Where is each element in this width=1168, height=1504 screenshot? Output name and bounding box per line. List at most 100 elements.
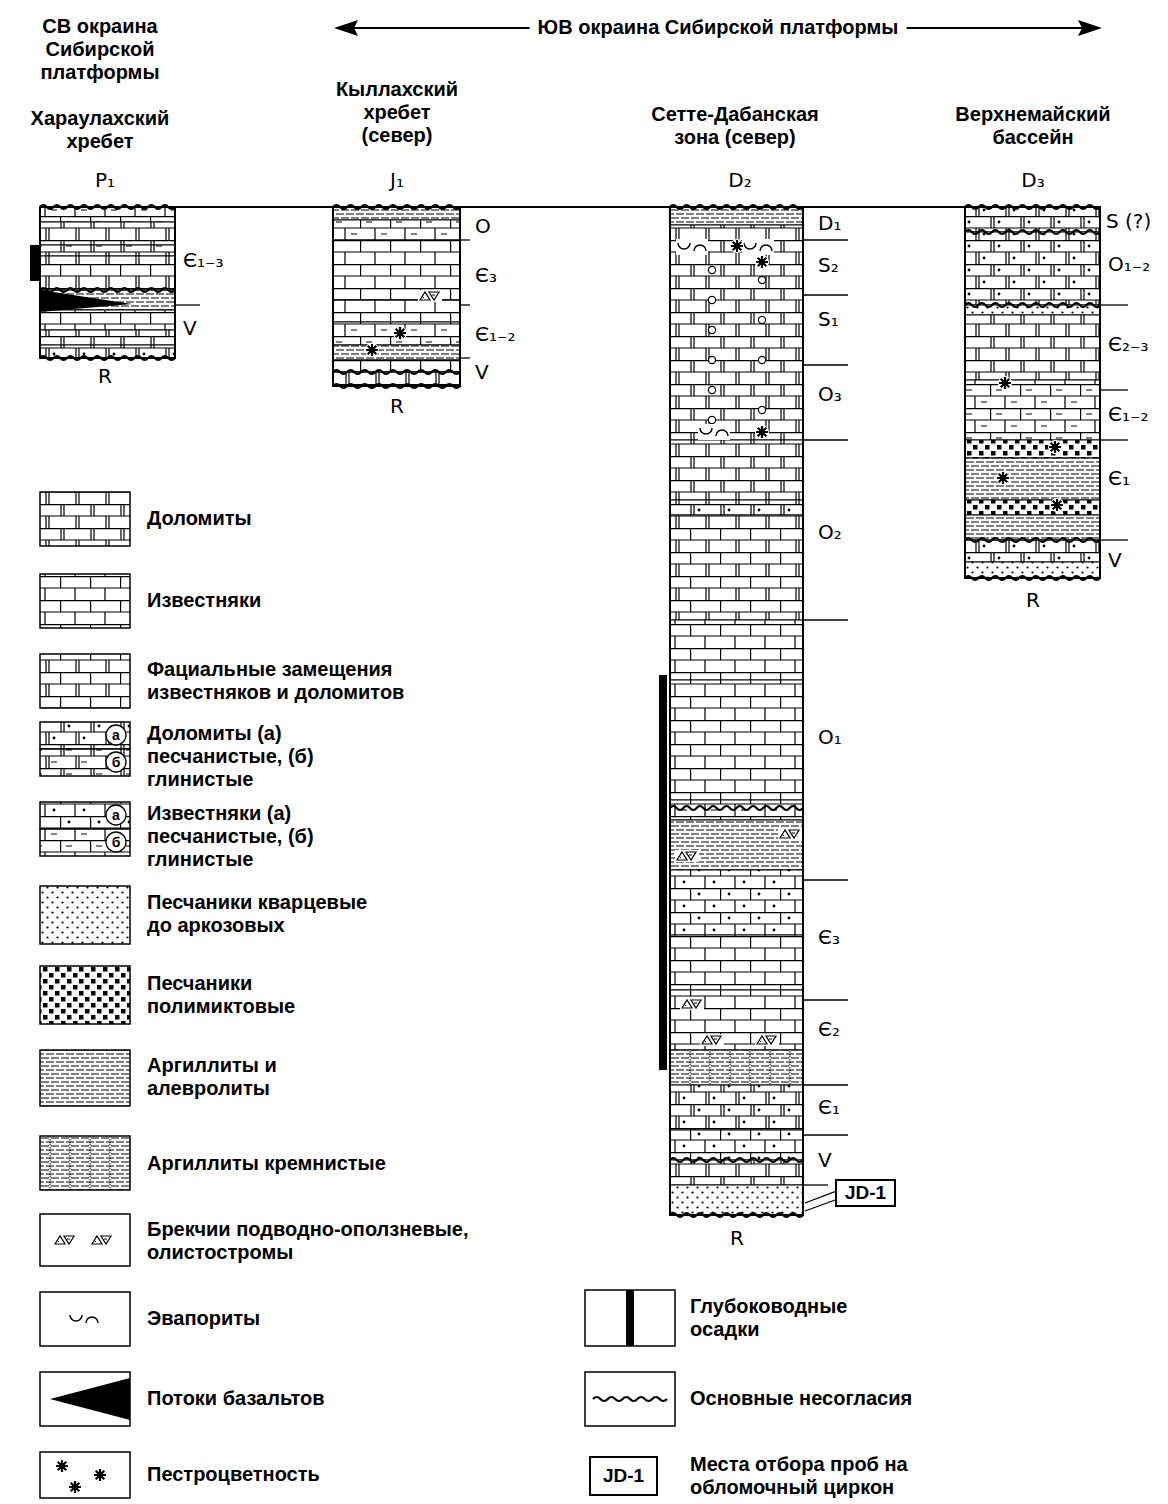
lithology-band bbox=[40, 245, 175, 256]
lithology-band bbox=[670, 1130, 803, 1160]
legend-text: Потоки базальтов bbox=[147, 1387, 325, 1410]
lithology-band bbox=[670, 1085, 803, 1130]
breccia-mark bbox=[94, 1239, 107, 1242]
unit-age: Є₂ bbox=[818, 1017, 840, 1041]
unit-age: S₁ bbox=[818, 307, 839, 331]
top-age: P₁ bbox=[95, 168, 115, 192]
breccia-mark bbox=[686, 852, 696, 860]
evaporite-mark bbox=[694, 245, 706, 251]
basalt-flow bbox=[40, 290, 132, 312]
lithology-band bbox=[670, 440, 803, 500]
lithology-band bbox=[670, 500, 803, 515]
unit-age: O₂ bbox=[818, 520, 842, 544]
sample-letter: а bbox=[112, 807, 120, 823]
breccia-mark bbox=[782, 833, 795, 836]
lithology-band bbox=[965, 315, 1100, 380]
breccia-ground bbox=[778, 828, 802, 840]
variegation-mark bbox=[56, 1460, 68, 1472]
oolite-mark bbox=[708, 416, 715, 423]
base-age: R bbox=[390, 394, 404, 418]
breccia-ground bbox=[675, 850, 699, 862]
legend-sample bbox=[585, 1290, 675, 1346]
base-age: R bbox=[730, 1226, 744, 1250]
variegation-halo bbox=[68, 1480, 82, 1494]
column-outline bbox=[670, 207, 803, 1215]
basalt-flow bbox=[30, 245, 40, 281]
evaporite-mark bbox=[744, 243, 756, 249]
legend-sample bbox=[40, 654, 130, 708]
legend-sample bbox=[585, 1372, 675, 1426]
breccia-mark bbox=[757, 1036, 767, 1044]
unconformity-line bbox=[965, 230, 1100, 234]
legend-sample bbox=[40, 492, 130, 546]
breccia-mark bbox=[684, 1003, 697, 1006]
evaporite-mark bbox=[86, 1317, 98, 1323]
unit-age: S (?) bbox=[1106, 209, 1151, 233]
variegation-mark bbox=[94, 1469, 106, 1481]
variegation-halo bbox=[55, 1459, 69, 1473]
lithology-band bbox=[965, 515, 1100, 540]
variegation-dot bbox=[369, 347, 374, 352]
boundary-tick bbox=[803, 239, 848, 240]
lithology-band bbox=[670, 680, 803, 800]
legend-letter-circle bbox=[106, 832, 126, 852]
legend-sample bbox=[40, 574, 130, 628]
legend-sample bbox=[40, 1050, 130, 1106]
legend-text: Пестроцветность bbox=[147, 1463, 320, 1486]
boundary-tick bbox=[803, 294, 848, 295]
base-age: R bbox=[98, 364, 112, 388]
lithology-band bbox=[670, 1160, 803, 1185]
legend-text: Доломиты bbox=[147, 507, 252, 530]
unit-age: O₁ bbox=[818, 725, 842, 749]
lithology-band bbox=[670, 515, 803, 620]
legend-letter-circle bbox=[106, 725, 126, 745]
variegation-halo bbox=[730, 239, 744, 253]
variegation-dot bbox=[1002, 380, 1007, 385]
unconformity-line bbox=[965, 576, 1100, 580]
lithology-band bbox=[40, 330, 175, 345]
evaporite-mark bbox=[700, 428, 712, 434]
legend-text: Эвапориты bbox=[147, 1307, 260, 1330]
boundary-tick bbox=[1100, 389, 1128, 390]
lithology-band bbox=[333, 322, 460, 345]
callout-text: JD-1 bbox=[603, 1465, 644, 1487]
lithology-band bbox=[670, 935, 803, 990]
breccia-ground bbox=[755, 1034, 779, 1046]
evaporite-mark bbox=[70, 1315, 82, 1321]
unconformity-line bbox=[40, 356, 175, 360]
unit-age: O bbox=[475, 214, 491, 238]
lithology-band bbox=[40, 310, 175, 330]
lithology-band bbox=[965, 232, 1100, 305]
column-outline bbox=[40, 207, 175, 358]
breccia-mark bbox=[92, 1236, 102, 1244]
lithology-band bbox=[40, 207, 175, 222]
legend-sample bbox=[40, 1452, 130, 1498]
unit-age: Є₂₋₃ bbox=[1108, 332, 1149, 356]
variegation-mark bbox=[997, 472, 1009, 484]
variegation-halo bbox=[1050, 498, 1064, 512]
leader-line bbox=[805, 1200, 835, 1211]
legend-deep-water bbox=[626, 1290, 634, 1346]
sample-letter: б bbox=[112, 754, 121, 770]
lithology-band bbox=[965, 207, 1100, 232]
evaporite-ground bbox=[698, 424, 730, 440]
sample-letter: б bbox=[112, 834, 121, 850]
variegation-mark bbox=[756, 256, 768, 268]
variegation-dot bbox=[59, 1463, 64, 1468]
unit-age: V bbox=[818, 1148, 832, 1172]
column-title: Кыллахский хребет (север) bbox=[327, 78, 467, 147]
unconformity-line bbox=[670, 1158, 803, 1162]
lithology-band bbox=[670, 1050, 803, 1085]
variegation-mark bbox=[394, 327, 406, 339]
legend-sample bbox=[40, 1136, 130, 1190]
breccia-mark bbox=[704, 1039, 717, 1042]
region-title: ЮВ окраина Сибирской платформы bbox=[530, 16, 907, 39]
oolite-mark bbox=[708, 386, 715, 393]
arrow-head bbox=[334, 20, 358, 36]
oolite-mark bbox=[708, 356, 715, 363]
variegation-mark bbox=[1051, 499, 1063, 511]
breccia-ground bbox=[418, 290, 442, 302]
variegation-halo bbox=[998, 376, 1012, 390]
variegation-dot bbox=[1000, 475, 1005, 480]
breccia-ground bbox=[53, 1234, 77, 1246]
